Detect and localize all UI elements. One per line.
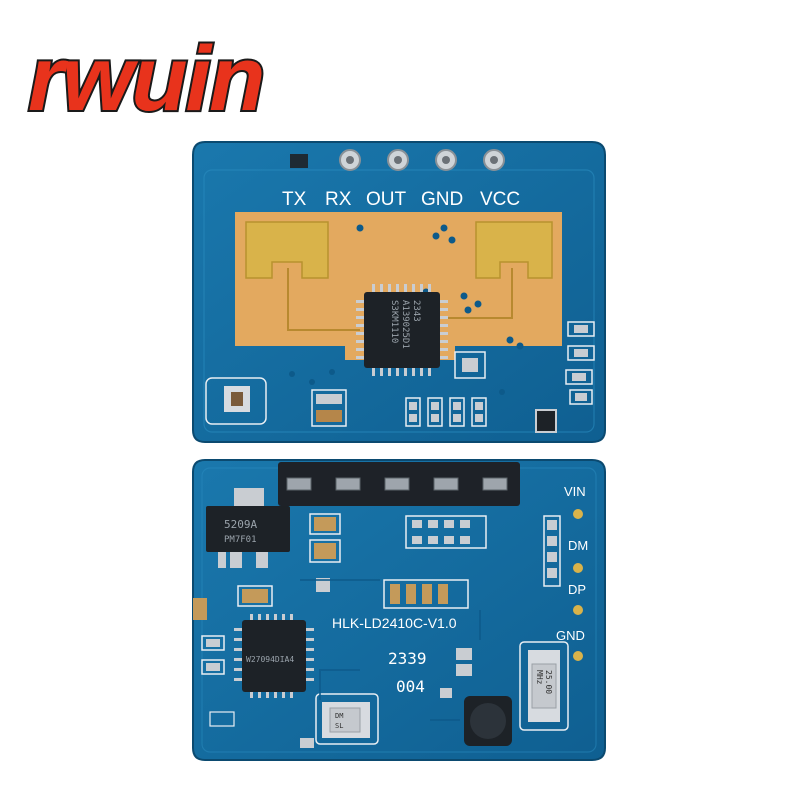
chip-marking-1: S3KM1110 [389, 300, 399, 343]
voltage-regulator: 5209A PM7F01 [206, 488, 290, 568]
radar-chip: S3KM1110 A139025D1 2343 [356, 284, 448, 376]
resistor-array [383, 515, 487, 609]
pin-label-tx: TX [282, 189, 307, 210]
model-label: HLK-LD2410C-V1.0 [332, 615, 457, 631]
bottom-capacitors [193, 513, 341, 675]
mcu-chip: W27094DIA4 [234, 614, 314, 698]
side-pads: VIN DM DP GND [556, 484, 588, 661]
regulator-marking-1: 5209A [224, 518, 257, 531]
top-board: TX RX OUT GND VCC [192, 141, 606, 443]
regulator-marking-2: PM7F01 [224, 535, 257, 545]
misc-pads [209, 648, 472, 748]
date-code-2: 004 [396, 677, 425, 696]
pin-label-rx: RX [325, 189, 352, 210]
top-passives [205, 321, 595, 433]
mcu-marking: W27094DIA4 [246, 655, 294, 664]
pad-label-dm: DM [568, 538, 588, 553]
pad-label-gnd: GND [556, 628, 585, 643]
crystal-2: 25.00 MHz [519, 641, 569, 731]
side-passives [543, 515, 561, 587]
pin-label-vcc: VCC [480, 189, 520, 210]
crystal-marking-2: SL [335, 722, 343, 730]
pad-label-vin: VIN [564, 484, 586, 499]
bottom-board: 5209A PM7F01 [192, 459, 606, 761]
logo-text: rwuin [28, 28, 263, 130]
left-patch-antenna [245, 221, 329, 279]
chip-marking-3: 2343 [411, 300, 421, 322]
crystal2-marking-1: 25.00 [544, 670, 553, 694]
rwuin-logo: rwuin [26, 26, 267, 132]
chip-marking-2: A139025D1 [400, 300, 410, 349]
inductor [464, 696, 512, 746]
crystal2-marking-2: MHz [535, 670, 544, 685]
bottom-pin-header [278, 462, 520, 506]
pin-label-out: OUT [366, 189, 407, 210]
top-pin-headers [290, 149, 505, 171]
crystal-1: DM SL [315, 693, 379, 745]
date-code-1: 2339 [388, 649, 427, 668]
pin-label-gnd: GND [421, 189, 463, 210]
pad-label-dp: DP [568, 582, 586, 597]
crystal-marking-1: DM [335, 712, 343, 720]
right-patch-antenna [475, 221, 553, 279]
